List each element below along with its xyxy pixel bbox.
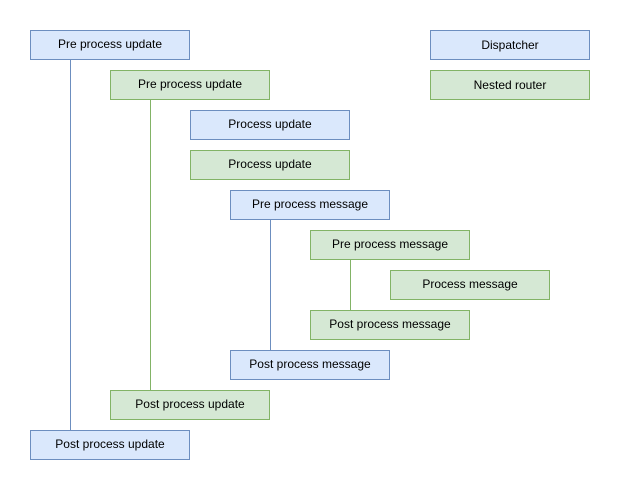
node-n2[interactable]: Pre process update xyxy=(110,70,270,100)
node-n9[interactable]: Post process message xyxy=(230,350,390,380)
node-n1[interactable]: Pre process update xyxy=(30,30,190,60)
node-label: Process update xyxy=(228,157,312,172)
legend-item-label: Nested router xyxy=(473,78,547,92)
connector-line-n2-to-n10 xyxy=(150,100,151,390)
node-n5[interactable]: Pre process message xyxy=(230,190,390,220)
connector-line-n5-to-n9 xyxy=(270,220,271,350)
node-label: Process update xyxy=(228,117,312,132)
connector-line-n6-to-n8 xyxy=(350,260,351,310)
node-label: Process message xyxy=(422,277,518,292)
connector-line-n1-to-n11 xyxy=(70,60,71,430)
node-n3[interactable]: Process update xyxy=(190,110,350,140)
node-label: Pre process message xyxy=(251,197,369,212)
node-label: Post process message xyxy=(329,317,451,332)
node-n10[interactable]: Post process update xyxy=(110,390,270,420)
legend-item-nested[interactable]: Nested router xyxy=(430,70,590,100)
node-label: Pre process update xyxy=(137,77,243,92)
node-label: Post process message xyxy=(249,357,371,372)
legend-item-label: Dispatcher xyxy=(481,38,539,52)
legend-item-dispatcher[interactable]: Dispatcher xyxy=(430,30,590,60)
node-label: Pre process update xyxy=(57,37,163,52)
node-n8[interactable]: Post process message xyxy=(310,310,470,340)
node-n6[interactable]: Pre process message xyxy=(310,230,470,260)
node-n4[interactable]: Process update xyxy=(190,150,350,180)
node-n7[interactable]: Process message xyxy=(390,270,550,300)
node-label: Pre process message xyxy=(331,237,449,252)
node-label: Post process update xyxy=(135,397,245,412)
node-label: Post process update xyxy=(55,437,165,452)
node-n11[interactable]: Post process update xyxy=(30,430,190,460)
